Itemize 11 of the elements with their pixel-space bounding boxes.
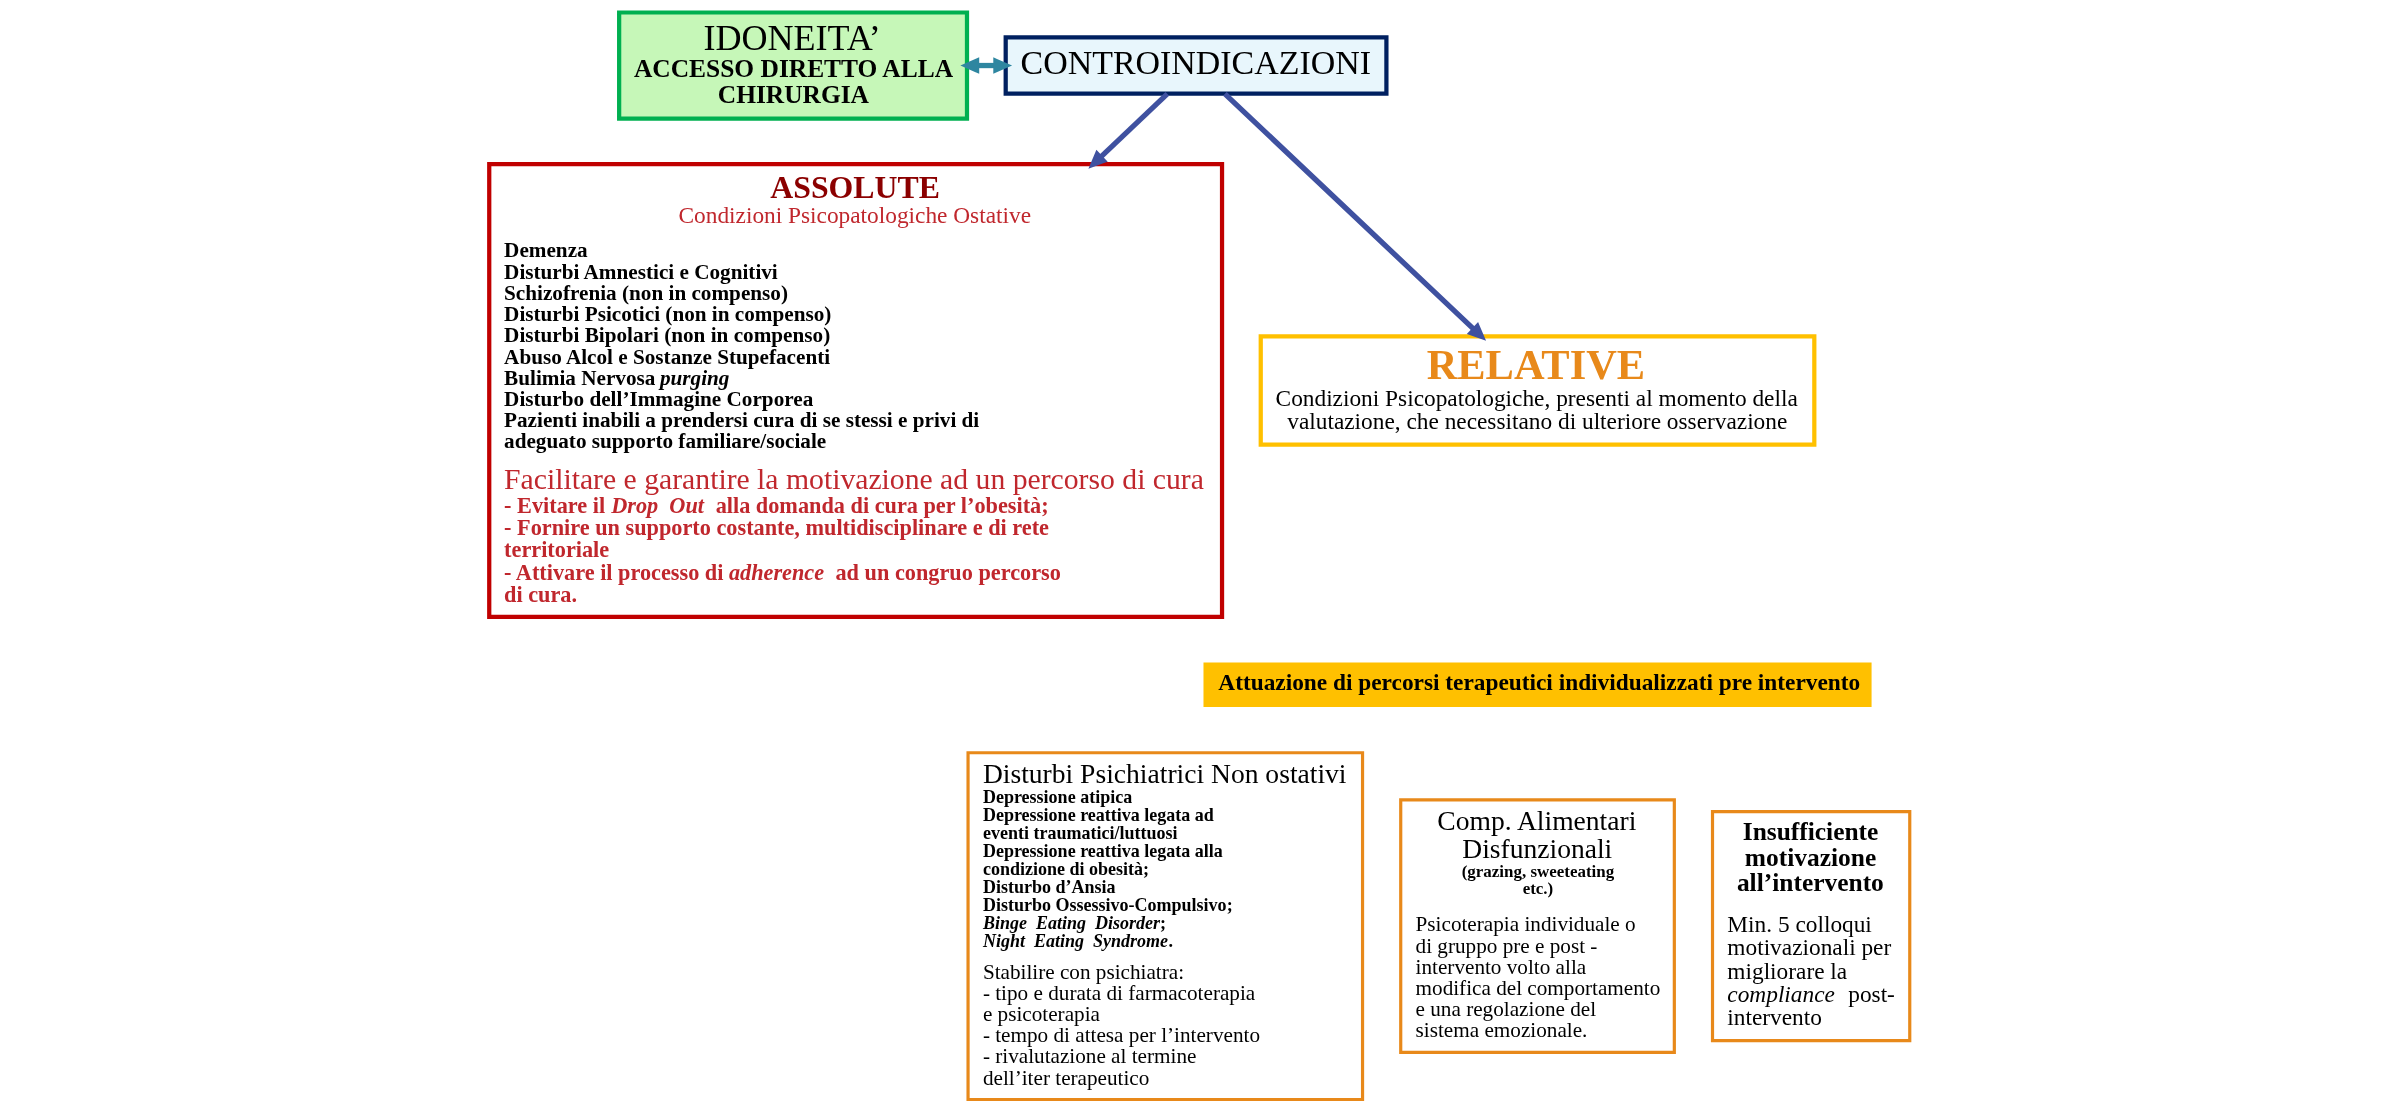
node-box: CONTROINDICAZIONI — [1003, 35, 1389, 96]
node-box: Comp. Alimentari Disfunzionali (grazing, sweeteating etc.) Psicoterapia individuale o di gruppo pre e post - intervento volto alla modifica del comportamento e una regolazione del sistema emozionale. — [1399, 798, 1676, 1054]
arrow — [1223, 91, 1487, 341]
arrow — [960, 57, 1013, 74]
node-box: RELATIVE Condizioni Psicopatologiche, presenti al momento della valutazione, che necessitano di ulteriore osservazione — [1258, 334, 1817, 447]
arrow — [1088, 91, 1170, 169]
node-box: IDONEITA’ ACCESSO DIRETTO ALLA CHIRURGIA — [617, 10, 970, 121]
node-box: ASSOLUTE Condizioni Psicopatologiche Ostative Demenza Disturbi Amnestici e Cognitivi Schizofrenia (non in compenso) Disturbi Psicotici (non in compenso) Disturbi Bipolari (non in compenso) Abuso Alcol e Sostanze Stupefacenti Bulimia Nervosa purging Disturbo dell’Immagine Corporea Pazienti inabili a prendersi cura di se stessi e privi di adeguato supporto familiare/sociale Facilitare e garantire la motivazione ad un percorso di cura - Evitare il Drop Out alla domanda di cura per l’obesità; - Fornire un supporto costante, multidisciplinare e di rete territoriale - Attivare il processo di adherence ad un congruo percorso di cura. — [487, 162, 1225, 620]
node-box: Insufficiente motivazione all’intervento Min. 5 colloqui motivazionali per migliorare la compliance post-intervento — [1710, 810, 1912, 1043]
node-box: Attuazione di percorsi terapeutici individualizzati pre intervento — [1203, 662, 1872, 708]
node-box: Disturbi Psichiatrici Non ostativi Depressione atipica Depressione reattiva legata ad eventi traumatici/luttuosi Depressione reattiva legata alla condizione di obesità; Disturbo d’Ansia Disturbo Ossessivo-Compulsivo; Binge Eating Disorder; Night Eating Syndrome. Stabilire con psichiatra: - tipo e durata di farmacoterapia e psicoterapia - tempo di attesa per l’intervento - rivalutazione al termine dell’iter terapeutico — [966, 751, 1365, 1102]
